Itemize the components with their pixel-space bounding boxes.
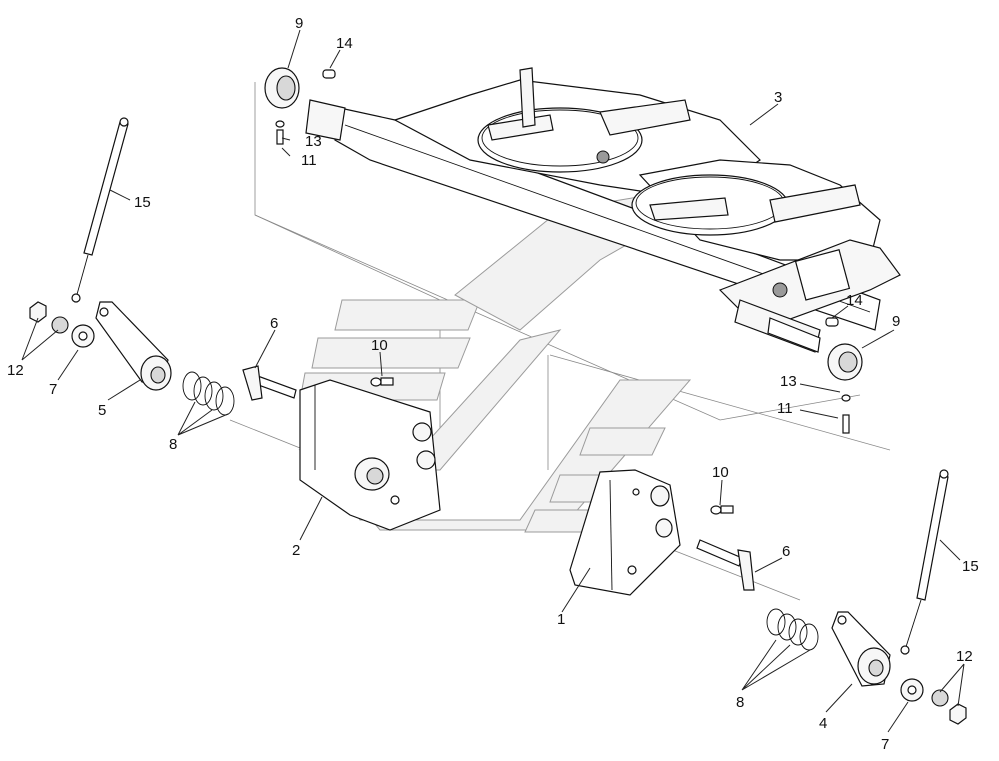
bracket-part-2 xyxy=(299,379,441,531)
callout-13: 13 xyxy=(305,133,322,150)
callout-8: 8 xyxy=(169,436,177,453)
nut-part-12-right xyxy=(931,689,967,725)
callout-11: 11 xyxy=(301,152,317,169)
pin-part-6-right xyxy=(696,539,755,591)
callout-2: 2 xyxy=(292,542,300,559)
callout-7: 7 xyxy=(49,381,57,398)
key-part-14-top xyxy=(322,69,336,79)
bolt-part-11-top xyxy=(275,120,285,145)
callout-15: 15 xyxy=(962,558,979,575)
pin-part-6-left xyxy=(242,365,297,401)
callout-3: 3 xyxy=(774,89,782,106)
callout-1: 1 xyxy=(557,611,565,628)
callout-15: 15 xyxy=(134,194,151,211)
callout-14: 14 xyxy=(846,292,863,309)
callout-9: 9 xyxy=(295,15,303,32)
leader-lines xyxy=(21,29,965,733)
bracket-part-1 xyxy=(569,469,681,596)
gas-spring-part-15-right xyxy=(900,469,949,655)
callout-8: 8 xyxy=(736,694,744,711)
callout-9: 9 xyxy=(892,313,900,330)
washer-part-7-left xyxy=(71,324,95,348)
bearing-part-9-top xyxy=(264,67,300,109)
key-part-14-bottom xyxy=(825,317,839,327)
callout-14: 14 xyxy=(336,35,353,52)
bolt-part-10-right xyxy=(710,505,734,515)
callout-10: 10 xyxy=(371,337,388,354)
lever-part-4 xyxy=(831,611,891,687)
spring-part-8-right xyxy=(766,608,819,651)
callout-6: 6 xyxy=(782,543,790,560)
callout-10: 10 xyxy=(712,464,729,481)
bolt-part-10-left xyxy=(370,377,394,387)
callout-4: 4 xyxy=(819,715,827,732)
callout-12: 12 xyxy=(7,362,24,379)
callout-5: 5 xyxy=(98,402,106,419)
callout-7: 7 xyxy=(881,736,889,753)
callout-12: 12 xyxy=(956,648,973,665)
callout-13: 13 xyxy=(780,373,797,390)
bearing-part-9-bottom xyxy=(827,343,863,381)
assembly-guide-lines xyxy=(229,82,891,601)
nut-part-12-left xyxy=(29,301,69,334)
bolt-part-11-bottom xyxy=(841,394,851,434)
washer-part-7-right xyxy=(900,678,924,702)
gas-spring-part-15-left xyxy=(71,117,129,303)
spring-part-8-left xyxy=(182,371,235,416)
callout-labels: 9 14 3 13 11 15 6 10 12 7 5 8 2 14 9 13 … xyxy=(7,15,979,753)
callout-6: 6 xyxy=(270,315,278,332)
lever-part-5 xyxy=(95,301,172,391)
callout-11: 11 xyxy=(777,400,793,417)
main-frame-part-3 xyxy=(305,67,901,353)
